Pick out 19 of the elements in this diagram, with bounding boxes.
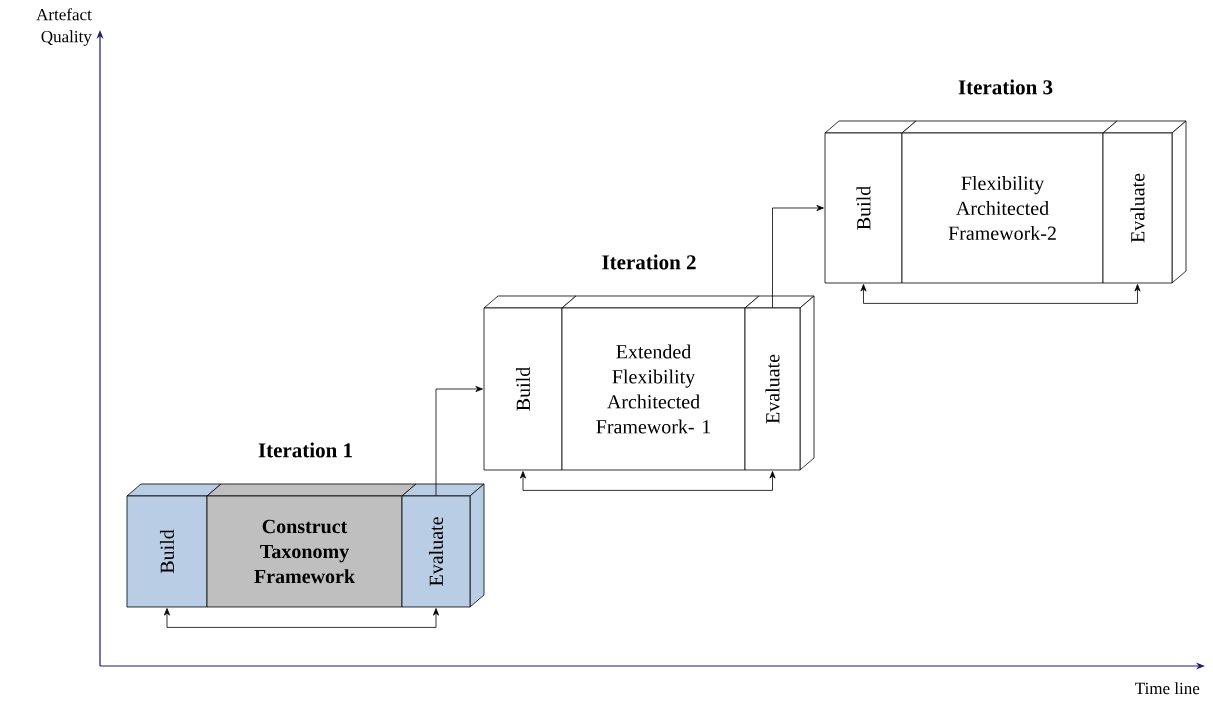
arrow [772,205,824,308]
stage-box: Flexibility Architected Framework-2 [901,120,1118,284]
iteration-title: Iteration 1 [258,442,352,458]
arrow [435,386,483,496]
axis-label: Time line [1135,682,1200,695]
feedback-arrow [164,608,439,628]
stage-box: Construct Taxonomy Framework [206,483,417,608]
stage-box: Build [126,483,222,608]
stage-box: Evaluate [401,483,485,608]
iteration-title: Iteration 2 [602,254,696,270]
stage-box: Evaluate [744,295,815,471]
feedback-arrow [860,284,1141,304]
stage-box: Build [824,120,917,284]
stage-box: Extended Flexibility Architected Framework- 1 [561,295,760,471]
stage-box: Build [483,295,577,471]
iteration-title: Iteration 3 [958,79,1053,95]
feedback-arrow [520,471,776,491]
stage-box: Evaluate [1102,120,1187,284]
axis-label: Artefact Quality [36,8,92,46]
